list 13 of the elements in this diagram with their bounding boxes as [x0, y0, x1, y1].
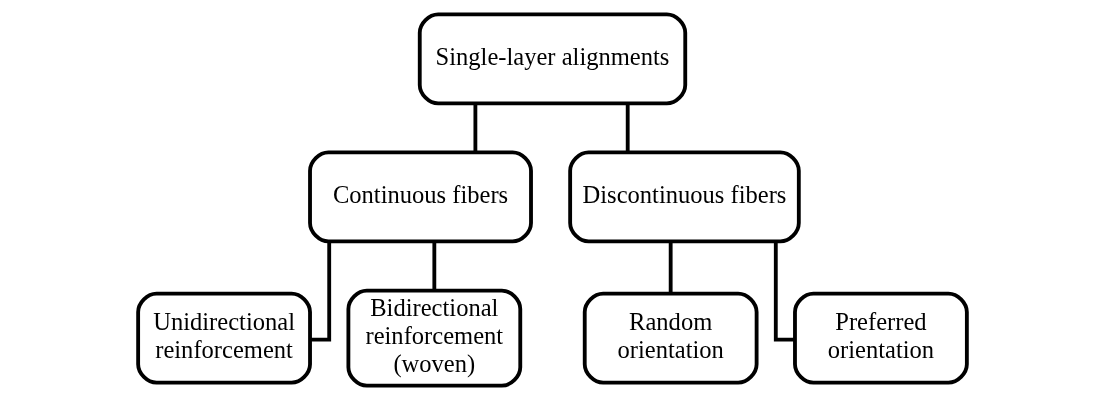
connector: [773, 241, 795, 342]
connector: [310, 241, 332, 342]
connector: [625, 104, 630, 153]
node-box: Discontinuous fibers: [568, 150, 801, 244]
node-box: Random orientation: [582, 291, 759, 385]
connector: [668, 241, 673, 294]
connector: [473, 104, 478, 153]
node-box: Continuous fibers: [308, 150, 533, 244]
node-box: Preferred orientation: [793, 291, 969, 385]
node-box: Bidirectional reinforcement (woven): [346, 288, 523, 388]
node-box: Single-layer alignments: [417, 12, 688, 106]
connector: [432, 241, 437, 291]
node-box: Unidirectional reinforcement: [136, 291, 312, 385]
